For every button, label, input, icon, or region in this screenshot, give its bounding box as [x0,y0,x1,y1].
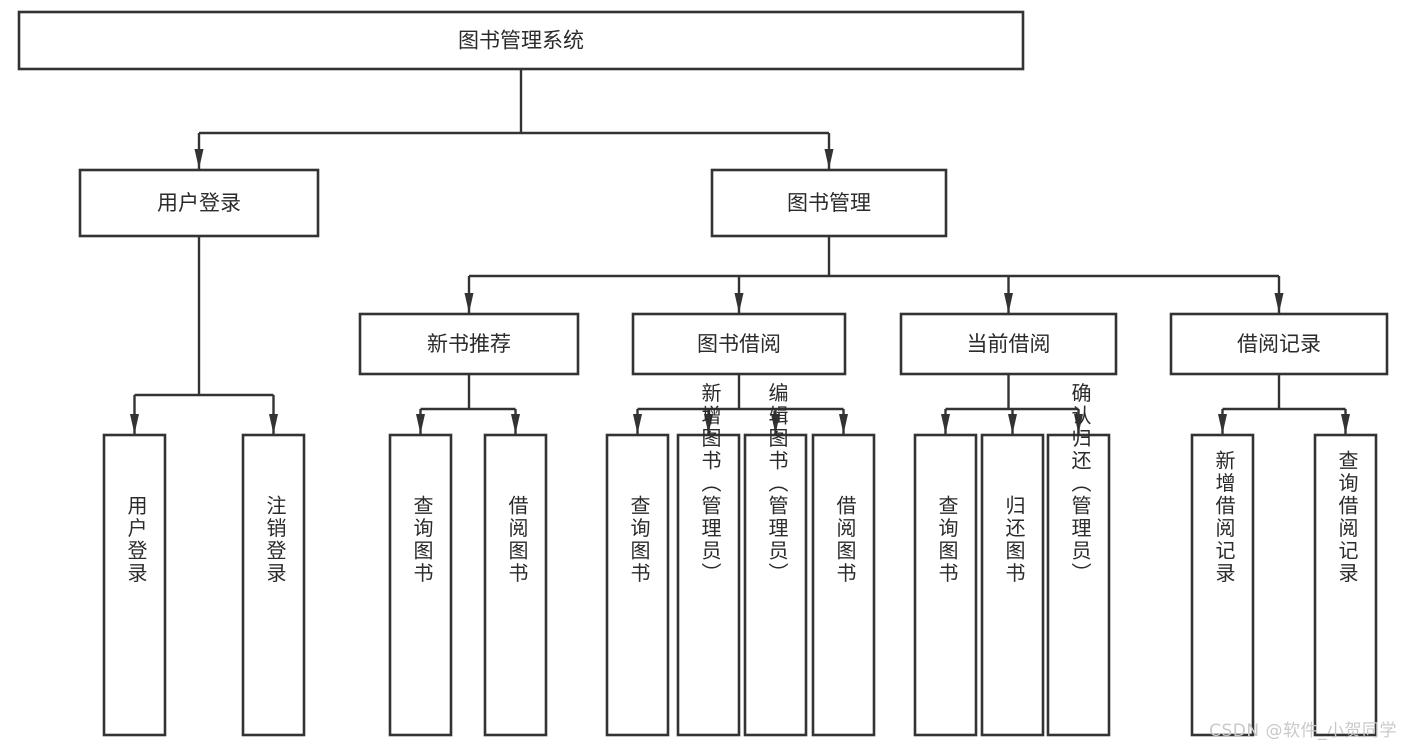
node-leaf-borrow-book-box[interactable] [811,433,876,737]
node-leaf-return-book[interactable]: 归还图书 [980,433,1045,737]
new-book-recommend-to-leaves-arrow-1 [511,414,520,434]
node-current-borrow-box[interactable] [899,312,1118,376]
csdn-watermark: CSDN @软件_小贺同学 [1209,721,1397,741]
borrow-record-to-leaves-arrow-1 [1341,414,1350,434]
book-management-to-level3-arrow-3 [1274,293,1284,313]
node-new-book-recommend-label: 新书推荐 [427,332,511,356]
book-management-to-level3-arrow-0 [464,293,474,313]
node-book-borrow-box[interactable] [631,312,847,376]
node-leaf-confirm-return-admin-box[interactable] [1046,433,1111,737]
node-book-management-box[interactable] [710,168,948,238]
root-to-level2-arrow-0 [194,149,204,169]
node-leaf-logout[interactable]: 注销登录 [241,433,306,737]
node-leaf-add-book-admin-box[interactable] [676,433,741,737]
node-leaf-borrow-book-recommend-label: 借阅图书 [505,495,529,585]
node-leaf-query-book-recommend-label: 查询图书 [410,495,434,585]
node-leaf-edit-book-admin[interactable]: 编辑图书（管理员） [743,382,808,737]
connector-layer [130,69,1350,434]
node-root-root-box[interactable] [17,10,1025,71]
node-leaf-borrow-book[interactable]: 借阅图书 [811,433,876,737]
node-book-borrow[interactable]: 图书借阅 [631,312,847,376]
node-layer: 图书管理系统用户登录图书管理新书推荐图书借阅当前借阅借阅记录用户登录注销登录查询… [17,10,1389,737]
book-borrow-to-leaves-arrow-1 [704,414,713,434]
node-leaf-return-book-label: 归还图书 [1002,495,1026,585]
node-user-login-box[interactable] [78,168,320,238]
node-leaf-query-book-current[interactable]: 查询图书 [913,433,978,737]
book-management-to-level3-arrow-1 [734,293,744,313]
borrow-record-to-leaves-arrow-0 [1218,414,1227,434]
node-current-borrow[interactable]: 当前借阅 [899,312,1118,376]
current-borrow-to-leaves-arrow-2 [1074,414,1083,434]
node-borrow-record[interactable]: 借阅记录 [1169,312,1389,376]
node-leaf-add-book-admin[interactable]: 新增图书（管理员） [676,382,741,737]
node-leaf-user-login-label: 用户登录 [124,495,148,585]
node-book-borrow-label: 图书借阅 [697,332,781,356]
node-leaf-edit-book-admin-box[interactable] [743,433,808,737]
node-leaf-query-book-borrow-box[interactable] [605,433,670,737]
node-leaf-add-borrow-record-box[interactable] [1190,433,1255,737]
current-borrow-to-leaves-arrow-1 [1008,414,1017,434]
node-new-book-recommend[interactable]: 新书推荐 [358,312,580,376]
node-current-borrow-label: 当前借阅 [967,332,1051,356]
node-book-management[interactable]: 图书管理 [710,168,948,238]
user-login-to-leaves-arrow-0 [130,414,139,434]
node-leaf-borrow-book-recommend[interactable]: 借阅图书 [483,433,548,737]
node-root-root[interactable]: 图书管理系统 [17,10,1025,71]
node-leaf-user-login-box[interactable] [102,433,167,737]
node-leaf-query-book-borrow-label: 查询图书 [627,495,651,585]
node-leaf-query-book-borrow[interactable]: 查询图书 [605,433,670,737]
node-leaf-query-book-current-label: 查询图书 [935,495,959,585]
node-book-management-label: 图书管理 [787,191,871,215]
new-book-recommend-to-leaves-arrow-0 [416,414,425,434]
book-borrow-to-leaves-arrow-0 [633,414,642,434]
node-borrow-record-label: 借阅记录 [1237,332,1321,356]
node-leaf-user-login[interactable]: 用户登录 [102,433,167,737]
node-leaf-query-borrow-record[interactable]: 查询借阅记录 [1313,433,1378,737]
book-borrow-to-leaves-arrow-3 [839,414,848,434]
node-root-root-label: 图书管理系统 [458,29,584,53]
node-leaf-confirm-return-admin-label: 确认归还（管理员） [1068,382,1092,585]
node-leaf-borrow-book-label: 借阅图书 [833,495,857,585]
node-user-login-label: 用户登录 [157,191,241,215]
root-to-level2-arrow-1 [824,149,834,169]
node-leaf-logout-label: 注销登录 [263,495,287,585]
node-user-login[interactable]: 用户登录 [78,168,320,238]
node-leaf-edit-book-admin-label: 编辑图书（管理员） [765,382,789,585]
node-leaf-add-borrow-record-label: 新增借阅记录 [1212,450,1236,585]
user-login-to-leaves-arrow-1 [269,414,278,434]
node-borrow-record-box[interactable] [1169,312,1389,376]
node-leaf-query-book-current-box[interactable] [913,433,978,737]
node-leaf-logout-box[interactable] [241,433,306,737]
book-management-to-level3-arrow-2 [1004,293,1013,313]
node-leaf-query-borrow-record-label: 查询借阅记录 [1335,450,1359,585]
node-leaf-return-book-box[interactable] [980,433,1045,737]
node-leaf-confirm-return-admin[interactable]: 确认归还（管理员） [1046,382,1111,737]
book-borrow-to-leaves-arrow-2 [771,414,780,434]
node-leaf-borrow-book-recommend-box[interactable] [483,433,548,737]
node-new-book-recommend-box[interactable] [358,312,580,376]
node-leaf-query-book-recommend[interactable]: 查询图书 [388,433,453,737]
node-leaf-query-book-recommend-box[interactable] [388,433,453,737]
current-borrow-to-leaves-arrow-0 [941,414,950,434]
node-leaf-add-borrow-record[interactable]: 新增借阅记录 [1190,433,1255,737]
node-leaf-query-borrow-record-box[interactable] [1313,433,1378,737]
node-leaf-add-book-admin-label: 新增图书（管理员） [698,382,722,585]
